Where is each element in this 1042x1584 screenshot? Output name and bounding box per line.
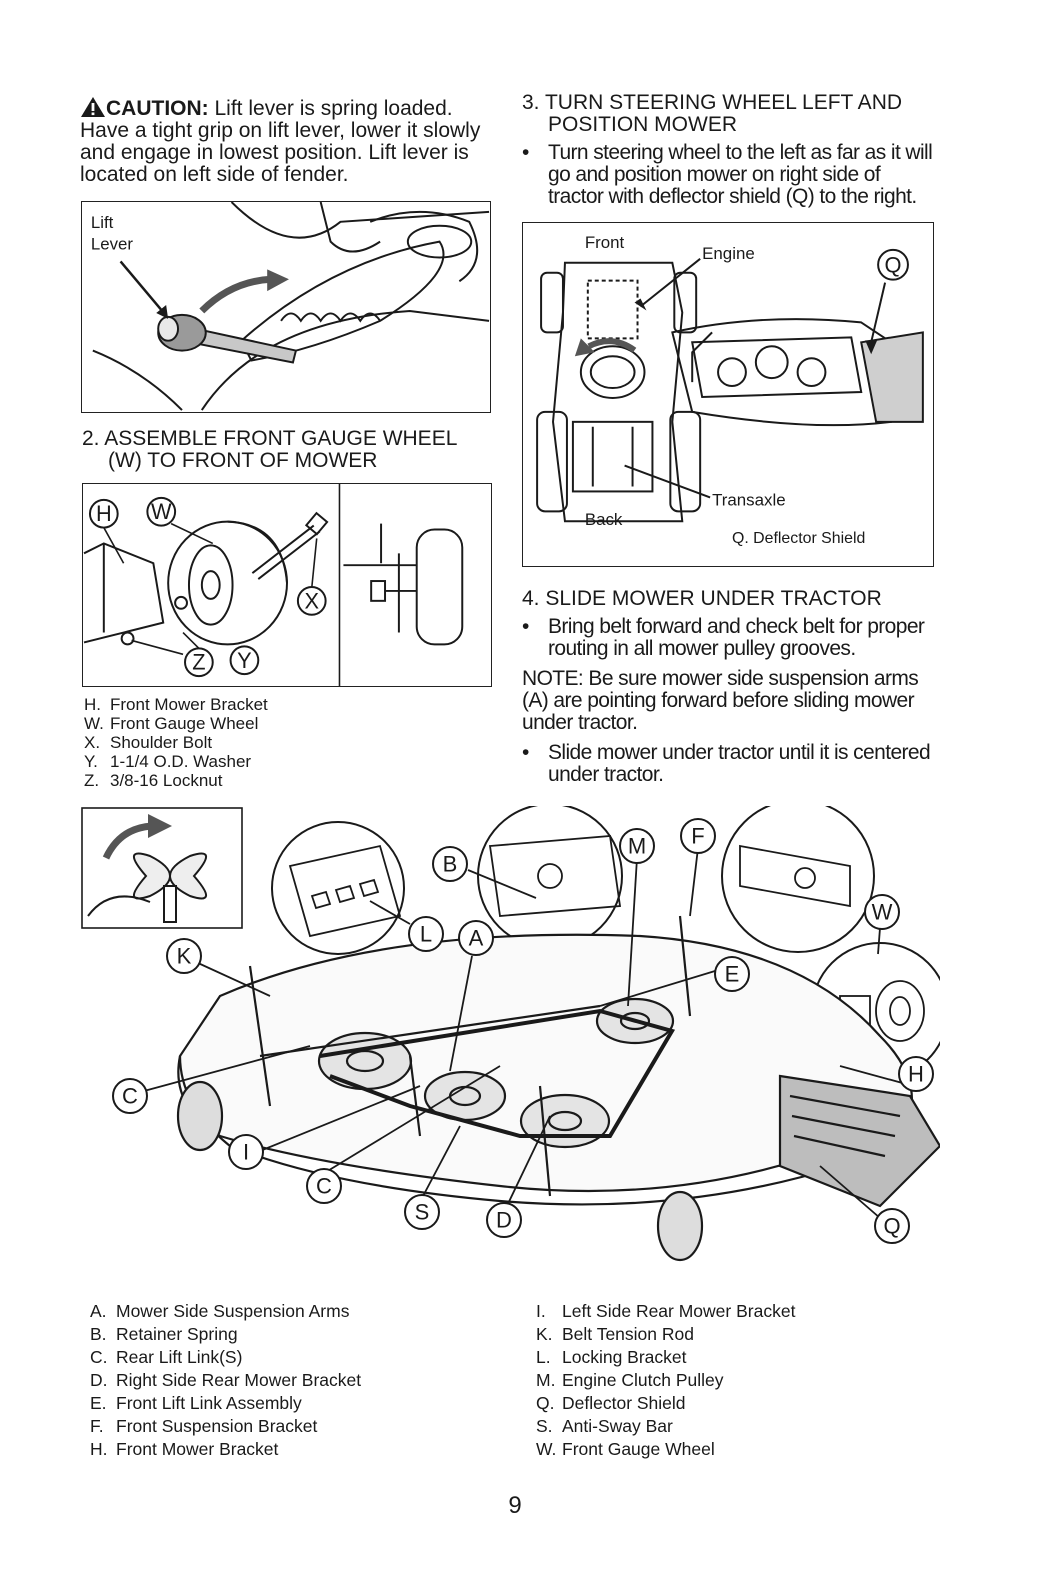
legend-item: A.Mower Side Suspension Arms <box>90 1301 350 1321</box>
mower-deck-illustration: M F B L A W K E C H I C S D Q <box>81 799 949 1262</box>
label-front: Front <box>585 233 625 252</box>
legend-item: W.Front Gauge Wheel <box>536 1439 715 1459</box>
bullet-icon: • <box>522 615 529 638</box>
step4-bullet2-text: Slide mower under tractor until it is ce… <box>548 741 931 786</box>
step3-bullet-text: Turn steering wheel to the left as far a… <box>548 141 933 208</box>
legend-item: S.Anti-Sway Bar <box>536 1416 673 1436</box>
step4-bullet1-text: Bring belt forward and check belt for pr… <box>548 615 925 660</box>
caution-text: Lift lever is spring loaded. Have a tigh… <box>80 97 481 186</box>
callout-z: Z <box>192 650 205 675</box>
callout-y: Y <box>237 648 252 673</box>
tractor-top-view-illustration: Front Engine Q Transaxle Back Q. Deflect… <box>536 233 924 547</box>
legend-item: L.Locking Bracket <box>536 1347 687 1367</box>
legend-item: I.Left Side Rear Mower Bracket <box>536 1301 796 1321</box>
callout-i: I <box>243 1140 249 1165</box>
step3-heading-line1: 3. TURN STEERING WHEEL LEFT AND <box>522 91 903 114</box>
wheel-callouts: H W X Z Y <box>88 496 327 678</box>
figure-caption-deflector: Q. Deflector Shield <box>732 530 865 547</box>
wheel-legend: H.Front Mower Bracket W.Front Gauge Whee… <box>84 695 384 790</box>
caution-label: CAUTION: <box>106 97 209 120</box>
legend-item: C.Rear Lift Link(S) <box>90 1347 243 1367</box>
lift-lever-figure: Lift Lever <box>81 201 491 413</box>
mower-deck-figure: M F B L A W K E C H I C S D Q <box>80 799 949 1276</box>
callout-h: H <box>96 501 112 526</box>
legend-item: K.Belt Tension Rod <box>536 1324 694 1344</box>
callout-b: B <box>443 852 458 877</box>
callout-d: D <box>496 1208 512 1233</box>
gauge-wheel-illustration: H W X Z Y <box>83 484 464 686</box>
legend-item: F.Front Suspension Bracket <box>90 1416 318 1436</box>
wheel-legend-item: Z.3/8-16 Locknut <box>84 771 223 790</box>
step4-bullet2: • Slide mower under tractor until it is … <box>522 742 940 786</box>
caution-block: CAUTION: Lift lever is spring loaded. Ha… <box>80 96 500 186</box>
label-engine: Engine <box>702 244 755 263</box>
step2-heading-line2: (W) TO FRONT OF MOWER <box>108 449 378 472</box>
step2-heading-line1: 2. ASSEMBLE FRONT GAUGE WHEEL <box>82 427 458 450</box>
step3-heading: 3. TURN STEERING WHEEL LEFT AND POSITION… <box>522 92 952 136</box>
callout-a: A <box>469 926 484 951</box>
callout-q: Q <box>883 1214 900 1239</box>
callout-m: M <box>628 834 646 859</box>
lift-lever-illustration: Lift Lever <box>91 202 490 411</box>
step3-heading-line2: POSITION MOWER <box>548 113 737 136</box>
legend-item: B.Retainer Spring <box>90 1324 238 1344</box>
callout-c-center: C <box>316 1174 332 1199</box>
note-label: NOTE: <box>522 667 584 690</box>
lift-label-line2: Lever <box>91 235 133 254</box>
parts-legend-right: I.Left Side Rear Mower Bracket K.Belt Te… <box>536 1300 936 1461</box>
bullet-icon: • <box>522 141 529 164</box>
step2-heading: 2. ASSEMBLE FRONT GAUGE WHEEL (W) TO FRO… <box>82 428 502 472</box>
note-text: Be sure mower side suspension arms (A) a… <box>522 667 919 734</box>
callout-w: W <box>872 900 893 925</box>
tractor-top-view-figure: Front Engine Q Transaxle Back Q. Deflect… <box>522 222 934 567</box>
label-transaxle: Transaxle <box>712 490 786 509</box>
wheel-legend-item: Y.1-1/4 O.D. Washer <box>84 752 252 771</box>
callout-k: K <box>177 944 192 969</box>
step4-bullet1: • Bring belt forward and check belt for … <box>522 616 940 660</box>
deck-callouts: M F B L A W K E C H I C S D Q <box>112 818 934 1244</box>
wheel-legend-item: W.Front Gauge Wheel <box>84 714 259 733</box>
legend-item: M.Engine Clutch Pulley <box>536 1370 724 1390</box>
step4-heading: 4. SLIDE MOWER UNDER TRACTOR <box>522 587 882 610</box>
parts-legend-left: A.Mower Side Suspension Arms B.Retainer … <box>90 1300 510 1461</box>
gauge-wheel-figure: H W X Z Y <box>82 483 492 687</box>
callout-c-left: C <box>122 1084 138 1109</box>
callout-s: S <box>415 1200 430 1225</box>
callout-e: E <box>725 962 740 987</box>
legend-item: Q.Deflector Shield <box>536 1393 686 1413</box>
step4-note: NOTE: Be sure mower side suspension arms… <box>522 668 942 734</box>
page-number: 9 <box>508 1492 522 1519</box>
wheel-legend-item: X.Shoulder Bolt <box>84 733 213 752</box>
callout-f: F <box>691 824 704 849</box>
legend-item: D.Right Side Rear Mower Bracket <box>90 1370 362 1390</box>
label-back: Back <box>585 510 623 529</box>
lift-label-line1: Lift <box>91 213 114 232</box>
wheel-legend-item: H.Front Mower Bracket <box>84 695 268 714</box>
legend-item: E.Front Lift Link Assembly <box>90 1393 302 1413</box>
callout-q-top: Q <box>885 252 902 277</box>
callout-w: W <box>151 499 172 524</box>
callout-x: X <box>304 588 319 613</box>
step3-bullet: • Turn steering wheel to the left as far… <box>522 142 940 208</box>
bullet-icon: • <box>522 741 529 764</box>
legend-item: H.Front Mower Bracket <box>90 1439 279 1459</box>
callout-h: H <box>908 1062 924 1087</box>
callout-l: L <box>420 922 432 947</box>
warning-triangle-icon <box>81 97 105 117</box>
